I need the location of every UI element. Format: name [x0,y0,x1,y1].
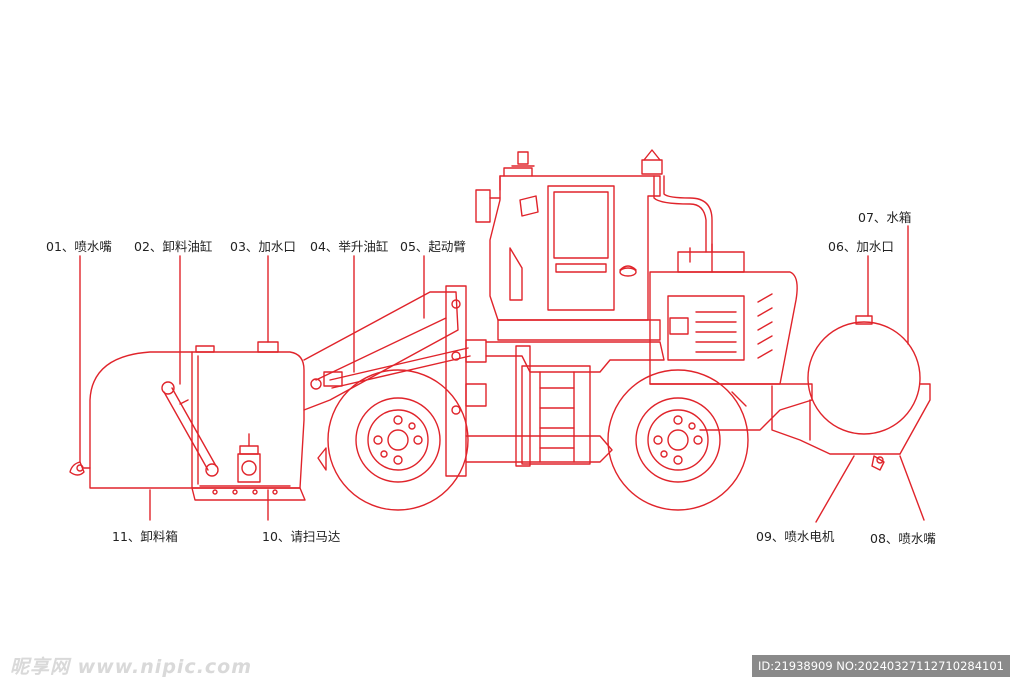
sweeping-motor [199,433,291,495]
rear-frame [649,383,901,455]
unloading-cylinder [161,381,219,477]
watermark-site: 昵享网 www.nipic.com [10,656,253,678]
engine-hood [649,243,798,385]
label-08-rear-nozzle: 08、喷水嘴 [870,531,936,546]
rear-spray-nozzle [871,455,885,471]
left-spray-nozzle [69,461,91,476]
chassis-frame [465,341,665,467]
label-07-water-tank: 07、水箱 [858,210,912,225]
dump-box [89,341,306,501]
label-09-spray-motor: 09、喷水电机 [756,529,835,544]
label-02-unloading-cylinder: 02、卸料油缸 [134,239,213,254]
label-05-boom-arm: 05、起动臂 [400,239,466,254]
boom-arm [303,285,467,477]
lift-cylinder [323,339,487,407]
watermark-id: ID:21938909 NO:20240327112710284101 [752,655,1010,677]
label-10-sweep-motor: 10、请扫马达 [262,529,341,544]
rear-wheel [607,369,749,511]
leader-lines [79,225,925,523]
water-tank [807,315,931,455]
label-06-water-inlet: 06、加水口 [828,239,894,254]
cab [475,151,661,341]
label-11-dump-box: 11、卸料箱 [112,529,178,544]
front-wheel [327,369,469,511]
label-01-left-nozzle: 01、喷水嘴 [46,239,112,254]
label-04-lift-cylinder: 04、举升油缸 [310,239,389,254]
exhaust-pipe [641,149,713,253]
label-03-water-inlet: 03、加水口 [230,239,296,254]
